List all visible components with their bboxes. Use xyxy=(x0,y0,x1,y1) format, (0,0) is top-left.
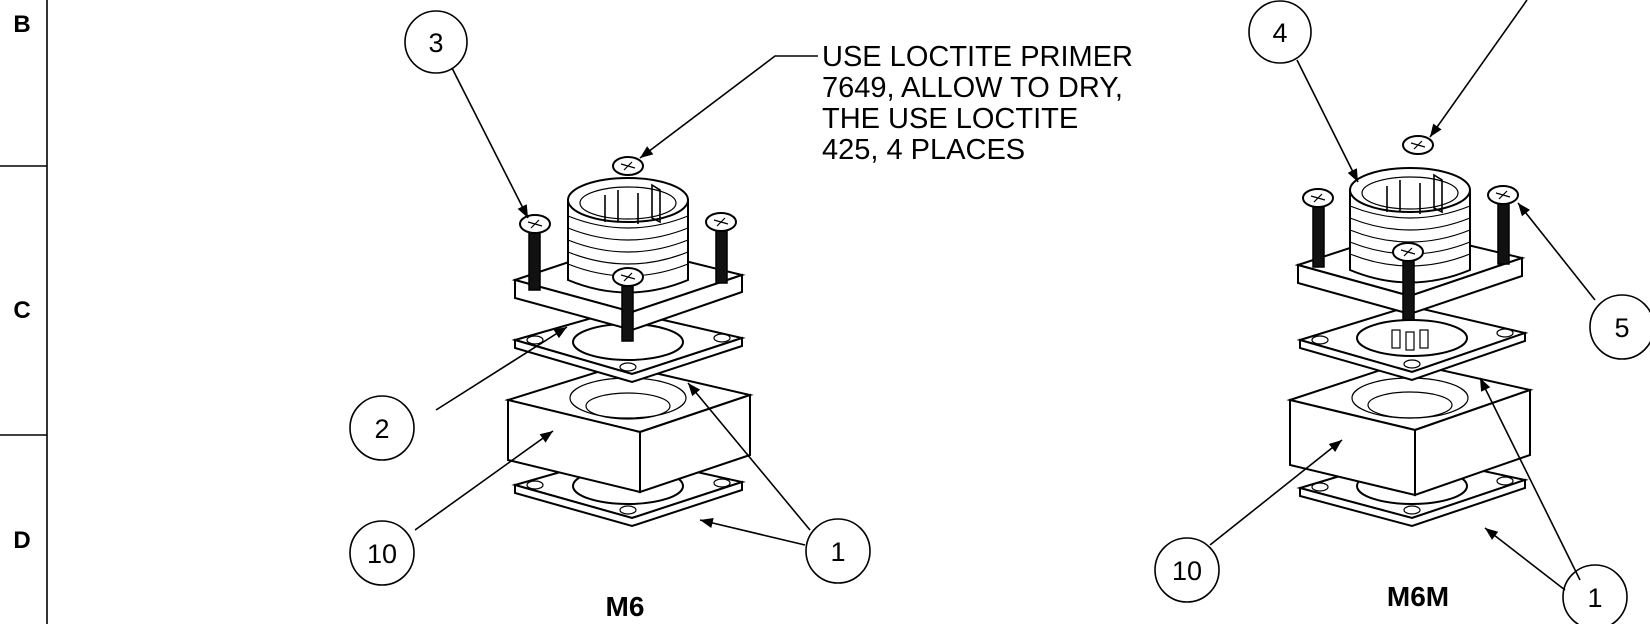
loctite-note: USE LOCTITE PRIMER 7649, ALLOW TO DRY, T… xyxy=(822,41,1133,166)
view-label: M6 xyxy=(606,591,645,622)
screw-rear xyxy=(612,156,644,176)
leader-1a xyxy=(1479,377,1581,581)
screw-left xyxy=(1302,188,1334,268)
balloon-number: 2 xyxy=(374,414,389,444)
note-line: 425, 4 PLACES xyxy=(822,134,1025,166)
balloon-5: 5 xyxy=(1589,294,1650,360)
leader-3 xyxy=(451,67,529,219)
leader-1b xyxy=(699,517,806,546)
screw-rear xyxy=(1402,135,1434,155)
balloon-number: 4 xyxy=(1272,18,1287,48)
screw-front xyxy=(1392,242,1424,321)
threaded-receptacle xyxy=(1349,167,1471,351)
leader-note xyxy=(1429,0,1528,138)
note-line: 7649, ALLOW TO DRY, xyxy=(822,72,1123,104)
zone-letter-b: B xyxy=(13,11,30,38)
screw-right xyxy=(705,212,737,284)
leader-1a xyxy=(687,382,811,531)
screw-left xyxy=(519,214,551,291)
leader-10 xyxy=(414,430,554,531)
zone-letter-d: D xyxy=(13,527,30,554)
leader-5 xyxy=(1517,202,1596,301)
balloon-number: 5 xyxy=(1614,313,1629,343)
leader-note xyxy=(639,55,818,159)
balloon-number: 1 xyxy=(830,537,845,567)
top-gasket xyxy=(511,308,746,384)
threaded-receptacle xyxy=(567,177,689,294)
screw-right xyxy=(1487,185,1519,265)
balloon-number: 10 xyxy=(367,539,397,569)
view-m6m: 4 5 10 1 M6M xyxy=(1154,0,1650,624)
leader-10 xyxy=(1209,439,1343,546)
balloon-10: 10 xyxy=(349,520,415,586)
balloon-3: 3 xyxy=(404,10,468,74)
balloon-number: 3 xyxy=(428,28,443,58)
leader-1b xyxy=(1484,527,1566,591)
screw-front xyxy=(612,267,644,342)
leader-2 xyxy=(435,326,568,411)
balloon-number: 10 xyxy=(1172,556,1202,586)
balloon-number: 1 xyxy=(1587,583,1602,613)
zone-strip: B C D xyxy=(0,0,48,624)
view-m6: 3 2 10 1 USE LOCTITE PRIMER 7649, ALLOW … xyxy=(349,10,1133,622)
zone-letter-c: C xyxy=(13,297,30,324)
note-line: THE USE LOCTITE xyxy=(822,103,1078,135)
note-line: USE LOCTITE PRIMER xyxy=(822,41,1133,73)
balloon-1: 1 xyxy=(1562,564,1628,624)
spacer-block xyxy=(1286,360,1534,497)
balloon-4: 4 xyxy=(1248,0,1312,64)
balloon-2: 2 xyxy=(349,395,415,461)
leader-4 xyxy=(1296,59,1359,183)
spacer-block xyxy=(504,363,754,494)
view-label: M6M xyxy=(1387,581,1449,612)
balloon-1: 1 xyxy=(805,518,871,584)
top-gasket xyxy=(1296,304,1529,382)
balloon-10: 10 xyxy=(1154,537,1220,603)
